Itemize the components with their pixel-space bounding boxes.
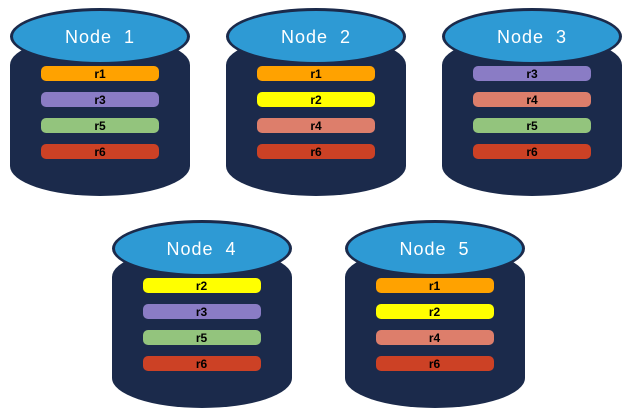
- replica-label: r3: [195, 304, 208, 319]
- replica-label: r5: [94, 118, 106, 133]
- replica-bar-r6: r6: [41, 144, 159, 159]
- database-node-4: Node 4 r2 r3 r5 r6: [111, 220, 292, 408]
- cylinder-top: Node 4: [111, 220, 292, 277]
- replica-bar-r1: r1: [375, 278, 494, 293]
- replica-label: r6: [526, 144, 538, 159]
- node-label: Node 5: [399, 239, 470, 259]
- replica-bar-r6: r6: [375, 356, 494, 371]
- replica-bar-r3: r3: [41, 92, 159, 107]
- replica-label: r4: [526, 92, 538, 107]
- replica-bar-r3: r3: [142, 304, 261, 319]
- replica-bar-r4: r4: [473, 92, 591, 107]
- replica-label: r2: [428, 304, 441, 319]
- replica-bar-r6: r6: [473, 144, 591, 159]
- replica-bar-r2: r2: [375, 304, 494, 319]
- replica-bar-r1: r1: [257, 66, 375, 81]
- cylinder-top: Node 2: [226, 8, 406, 65]
- replica-bar-r6: r6: [142, 356, 261, 371]
- node-row-top: Node 1 r1 r3 r5 r6 Node 2 r1 r2 r4 r6 No…: [10, 8, 622, 196]
- replica-label: r6: [195, 356, 208, 371]
- replica-label: r1: [428, 278, 441, 293]
- replica-list: r1 r2 r4 r6: [226, 66, 406, 159]
- replica-label: r6: [310, 144, 322, 159]
- node-label: Node 3: [496, 27, 568, 47]
- cylinder-top: Node 3: [442, 8, 622, 65]
- replica-bar-r6: r6: [257, 144, 375, 159]
- replica-label: r3: [526, 66, 538, 81]
- replica-label: r1: [94, 66, 106, 81]
- replica-bar-r5: r5: [473, 118, 591, 133]
- replica-label: r1: [310, 66, 322, 81]
- replica-list: r1 r3 r5 r6: [10, 66, 190, 159]
- replica-label: r4: [428, 330, 441, 345]
- replica-label: r6: [94, 144, 106, 159]
- replica-list: r3 r4 r5 r6: [442, 66, 622, 159]
- replica-bar-r2: r2: [257, 92, 375, 107]
- replica-list: r1 r2 r4 r6: [345, 278, 525, 371]
- replica-list: r2 r3 r5 r6: [112, 278, 292, 371]
- replica-label: r2: [195, 278, 208, 293]
- replica-label: r5: [195, 330, 208, 345]
- database-node-5: Node 5 r1 r2 r4 r6: [344, 220, 525, 408]
- database-node-2: Node 2 r1 r2 r4 r6: [226, 8, 406, 196]
- cylinder-top: Node 1: [10, 8, 190, 65]
- replica-bar-r1: r1: [41, 66, 159, 81]
- node-label: Node 2: [280, 27, 352, 47]
- replica-bar-r4: r4: [257, 118, 375, 133]
- replica-bar-r2: r2: [142, 278, 261, 293]
- node-row-bottom: Node 4 r2 r3 r5 r6 Node 5 r1 r2 r4 r6: [0, 220, 636, 408]
- replica-label: r6: [428, 356, 441, 371]
- replica-label: r4: [310, 118, 322, 133]
- replica-label: r2: [310, 92, 322, 107]
- node-label: Node 1: [64, 27, 136, 47]
- database-node-3: Node 3 r3 r4 r5 r6: [442, 8, 622, 196]
- database-node-1: Node 1 r1 r3 r5 r6: [10, 8, 190, 196]
- replica-label: r5: [526, 118, 538, 133]
- node-label: Node 4: [166, 239, 237, 259]
- cylinder-top: Node 5: [344, 220, 525, 277]
- replica-bar-r3: r3: [473, 66, 591, 81]
- replica-label: r3: [94, 92, 106, 107]
- replica-bar-r5: r5: [41, 118, 159, 133]
- replica-bar-r5: r5: [142, 330, 261, 345]
- replica-bar-r4: r4: [375, 330, 494, 345]
